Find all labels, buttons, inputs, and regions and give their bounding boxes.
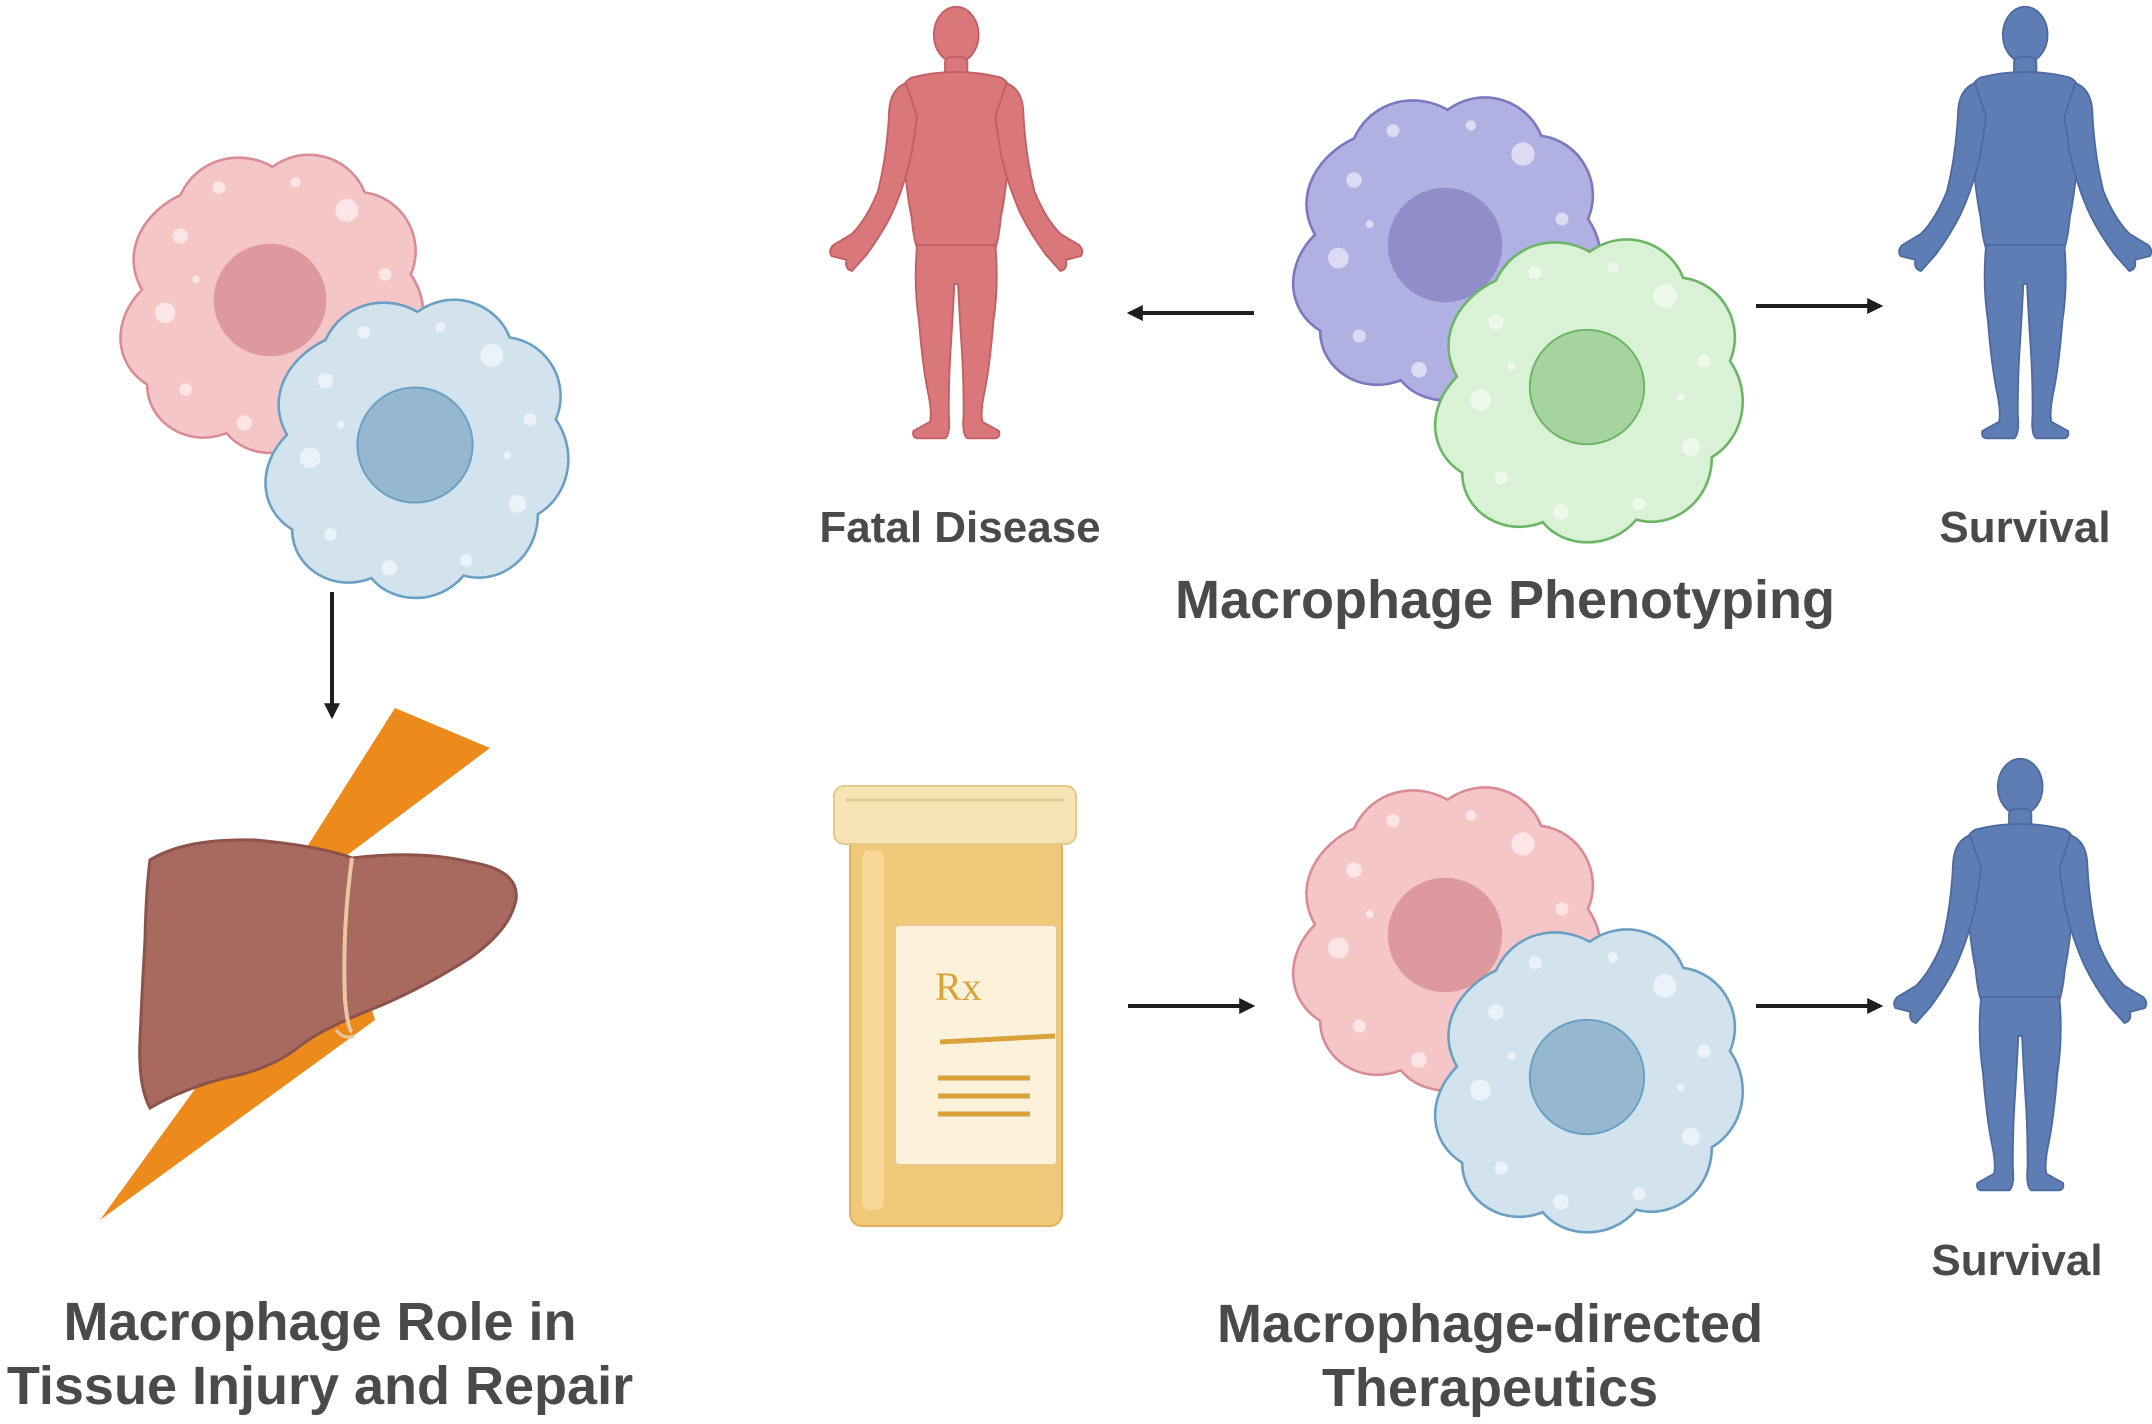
macrophage-cell-purple-icon <box>1291 96 1603 402</box>
survival-label-top: Survival <box>1939 503 2111 552</box>
macrophage-cell-blue-icon <box>264 298 570 600</box>
pill-bottle-icon: Rx <box>833 785 1077 1227</box>
macrophage-role-line2: Tissue Injury and Repair <box>6 1356 634 1416</box>
macrophage-role-line1: Macrophage Role in <box>63 1292 577 1352</box>
human-body-survival-icon <box>1898 5 2152 440</box>
macrophage-therapeutics-line1: Macrophage-directed <box>1216 1294 1764 1354</box>
macrophage-cell-green-icon <box>1433 238 1745 544</box>
macrophage-therapeutics-label: Macrophage-directed Therapeutics <box>1160 1292 1820 1420</box>
macrophage-cell-blue-icon <box>1433 928 1745 1234</box>
macrophage-cell-pink-icon <box>119 153 425 455</box>
macrophage-role-label: Macrophage Role in Tissue Injury and Rep… <box>0 1290 640 1418</box>
survival-label-bottom: Survival <box>1931 1236 2103 1285</box>
rx-symbol: Rx <box>935 964 982 1009</box>
macrophage-phenotyping-label: Macrophage Phenotyping <box>1174 570 1836 630</box>
liver-icon <box>138 838 518 1111</box>
macrophage-therapeutics-line2: Therapeutics <box>1321 1358 1659 1418</box>
macrophage-cell-pink-icon <box>1291 786 1603 1092</box>
human-body-survival-icon <box>1893 757 2148 1192</box>
fatal-disease-label: Fatal Disease <box>819 503 1101 552</box>
human-body-disease-icon <box>829 5 1084 440</box>
